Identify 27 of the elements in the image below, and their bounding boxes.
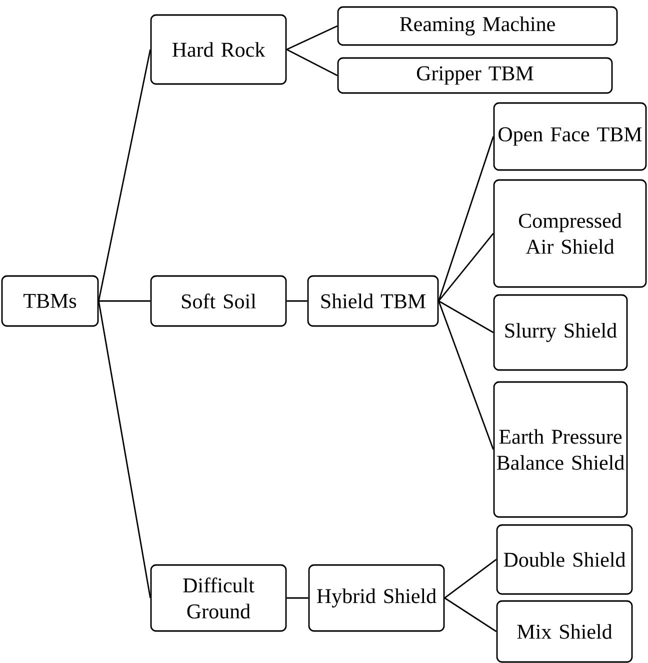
category-box: Reaming Machine xyxy=(337,6,618,46)
category-box: Double Shield xyxy=(496,524,633,595)
category-box: Mix Shield xyxy=(496,600,633,663)
connector-line xyxy=(286,300,308,302)
connector-line xyxy=(438,300,494,334)
category-box: Soft Soil xyxy=(150,275,287,327)
connector-line xyxy=(286,48,338,76)
connector-line xyxy=(444,597,497,632)
category-box: Hard Rock xyxy=(150,14,287,85)
category-box: Earth Pressure Balance Shield xyxy=(493,381,628,518)
category-box: Shield TBM xyxy=(307,275,439,327)
connector-line xyxy=(438,233,494,302)
category-box: Open Face TBM xyxy=(493,102,647,171)
connector-line xyxy=(444,558,497,599)
category-box: Gripper TBM xyxy=(337,57,613,94)
connector-line xyxy=(98,49,151,302)
connector-line xyxy=(438,136,494,302)
connector-line xyxy=(98,300,151,598)
category-box: TBMs xyxy=(1,275,99,327)
category-box: Difficult Ground xyxy=(150,564,287,632)
category-box: Slurry Shield xyxy=(493,294,628,371)
connector-line xyxy=(438,300,494,450)
category-box: Compressed Air Shield xyxy=(493,179,647,288)
connector-line xyxy=(286,25,338,50)
connector-line xyxy=(286,597,308,599)
connector-line xyxy=(98,300,150,302)
category-box: Hybrid Shield xyxy=(308,564,445,632)
